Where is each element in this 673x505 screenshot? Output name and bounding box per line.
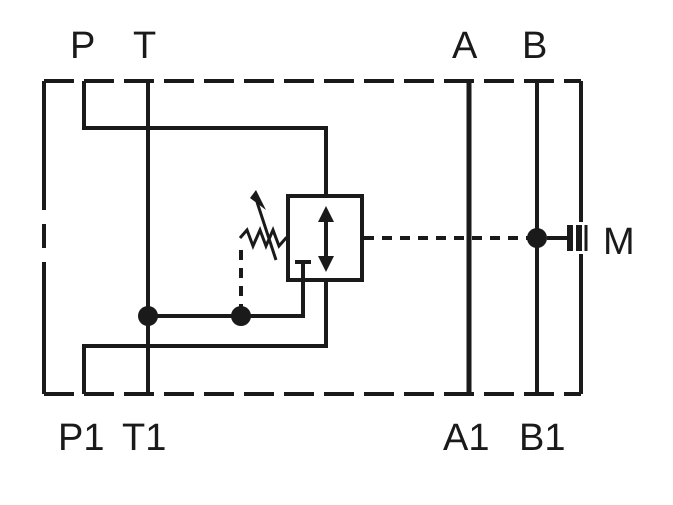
port-t-label: T — [133, 25, 156, 67]
port-a-label: A — [452, 25, 478, 67]
drain-line — [148, 268, 305, 318]
adjust-arrow-shaft — [255, 201, 278, 261]
gauge-plug-bar-1 — [567, 225, 573, 251]
junction-dot-drain — [231, 306, 251, 326]
p1-port-line — [82, 282, 328, 394]
port-p1-label: P1 — [58, 417, 104, 459]
port-p-label: P — [70, 25, 95, 67]
gauge-port-m-label: M — [603, 221, 635, 263]
arrow-down-icon — [318, 256, 334, 272]
valve-body-outline — [42, 79, 583, 396]
junction-dots — [138, 228, 547, 326]
spring-zigzag — [238, 226, 288, 250]
junction-dot-t — [138, 306, 158, 326]
adjust-arrow-head-icon — [250, 190, 266, 210]
port-b1-label: B1 — [519, 417, 565, 459]
gauge-plug-bar-2 — [576, 225, 582, 251]
port-a1-label: A1 — [443, 417, 489, 459]
gauge-port-plug-icon — [547, 225, 588, 251]
port-t1-label: T1 — [122, 417, 166, 459]
port-b-label: B — [522, 25, 547, 67]
p-port-line — [82, 81, 328, 196]
flow-lines — [82, 81, 539, 394]
arrow-up-icon — [318, 206, 334, 222]
pilot-lines — [239, 236, 537, 316]
pressure-valve-symbol — [286, 194, 364, 282]
junction-dot-b — [527, 228, 547, 248]
adjustable-spring-icon — [238, 190, 288, 261]
